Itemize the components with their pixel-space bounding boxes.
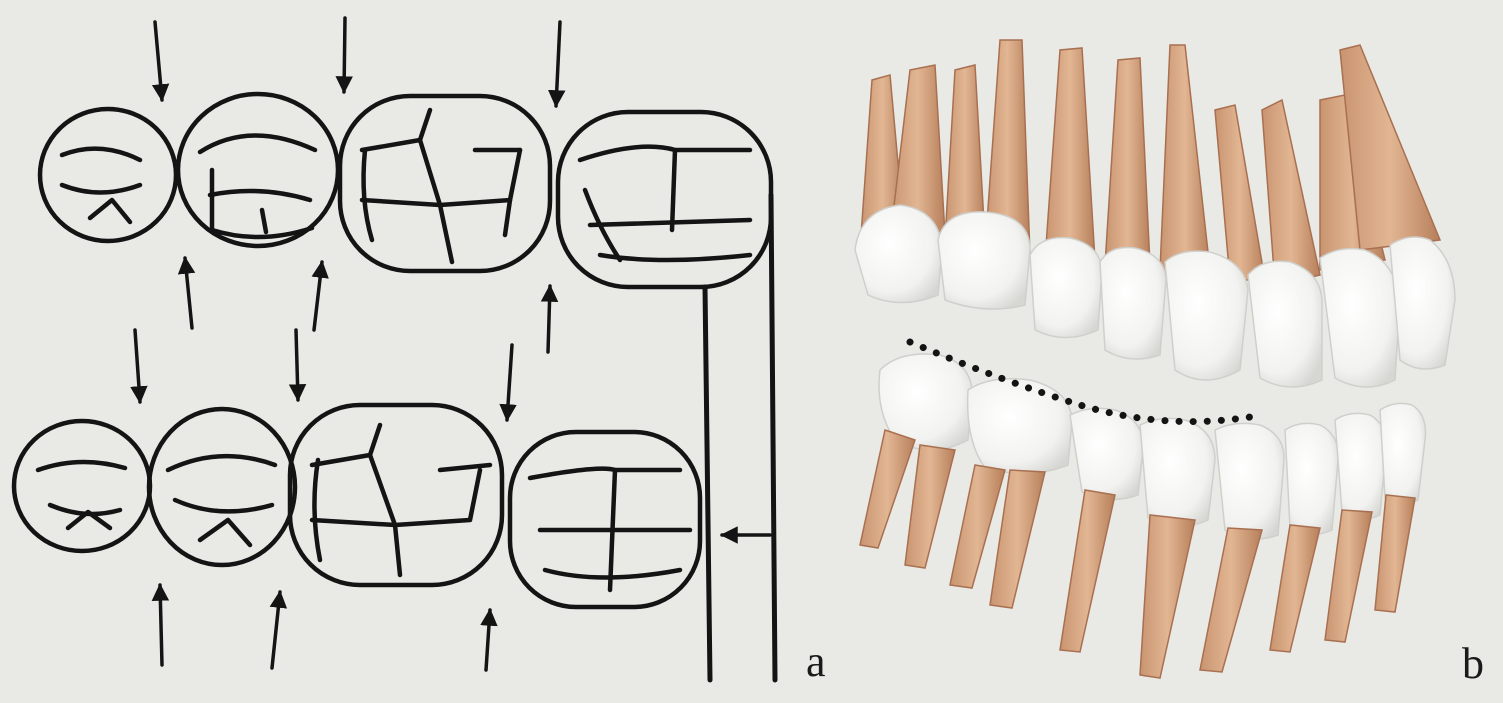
panel-label-a: a <box>806 640 826 684</box>
upper-arch <box>40 94 771 287</box>
upper-arch-arrows <box>155 18 560 352</box>
panel-label-b: b <box>1462 642 1484 686</box>
lower-first-molar <box>290 405 502 585</box>
lower-arch-arrows <box>135 330 512 670</box>
panel-a-occlusal-drawing <box>14 18 775 680</box>
lower-second-molar <box>510 432 700 607</box>
lower-arch <box>14 405 700 607</box>
reference-lines <box>705 195 775 680</box>
upper-first-molar <box>340 96 550 271</box>
upper-second-premolar <box>178 94 338 246</box>
upper-first-premolar <box>40 109 176 241</box>
upper-second-molar <box>558 112 771 287</box>
lower-first-premolar <box>14 421 150 551</box>
panel-b-lateral-teeth <box>855 40 1455 678</box>
lower-second-premolar <box>149 409 295 565</box>
